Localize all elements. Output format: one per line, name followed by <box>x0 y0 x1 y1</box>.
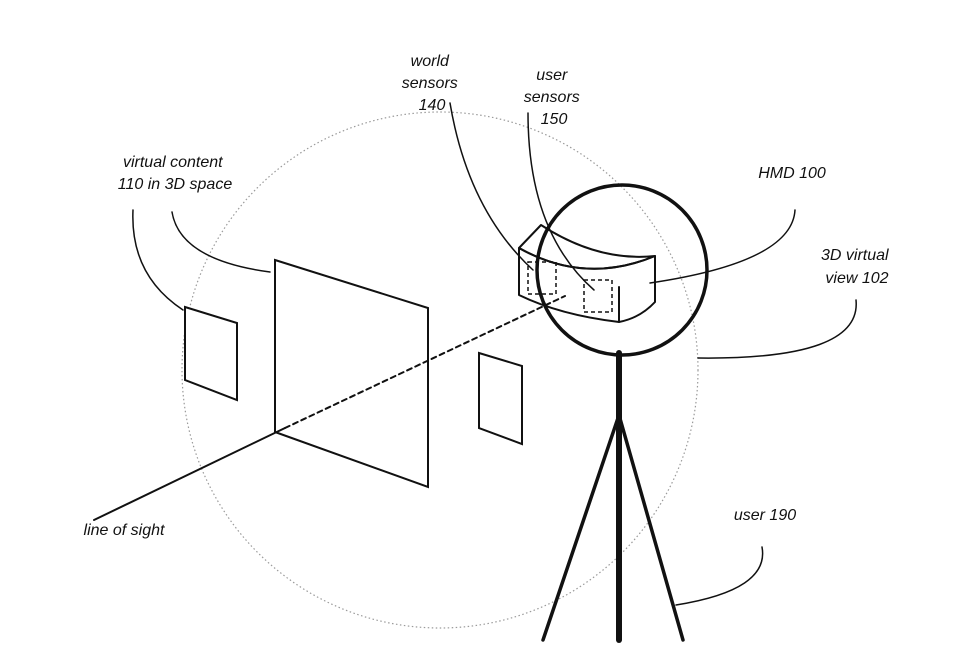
label-hmd: HMD 100 <box>758 165 826 182</box>
user-head <box>537 185 707 355</box>
leader-hmd <box>650 210 795 283</box>
leader-user <box>676 547 763 605</box>
virtual-content-panel-large <box>275 260 428 487</box>
line-of-sight-solid <box>94 428 285 520</box>
world-sensor-box <box>528 262 556 294</box>
label-world-sensors: world sensors 140 <box>402 53 462 114</box>
label-user-sensors: user sensors 150 <box>524 67 584 128</box>
label-line-of-sight: line of sight <box>84 522 165 539</box>
virtual-content-panel-small-left <box>185 307 237 400</box>
label-virtual-content: virtual content 110 in 3D space <box>118 154 233 193</box>
user-leg-right <box>619 415 683 640</box>
label-user: user 190 <box>734 507 796 524</box>
leader-virtual-content-large <box>172 212 270 272</box>
label-virtual-view: 3D virtual view 102 <box>821 247 893 287</box>
virtual-content-panel-small-right <box>479 353 522 444</box>
leader-virtual-view <box>698 300 856 358</box>
user-leg-left <box>543 415 619 640</box>
